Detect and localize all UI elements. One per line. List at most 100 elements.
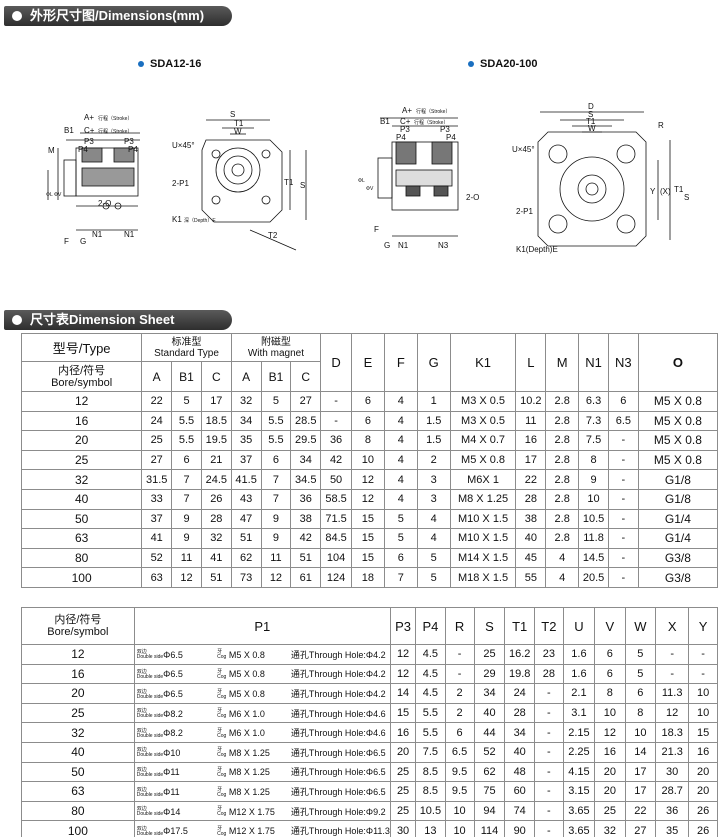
table-cell: 7 <box>260 469 292 490</box>
table-cell: 30 <box>655 761 690 783</box>
table-cell: 15 <box>350 547 385 569</box>
table-cell: 25 <box>389 800 417 822</box>
bore-cell: 20 <box>21 683 135 704</box>
bore-cell: 50 <box>21 761 135 783</box>
table-cell: 28 <box>504 702 535 724</box>
p1-diameter: Φ14 <box>163 807 217 817</box>
table-cell: 4 <box>383 391 418 412</box>
table-cell: 7.5 <box>415 741 446 763</box>
double-cn: 双边 <box>136 708 147 715</box>
table-cell: 16 <box>688 741 718 763</box>
header-c-mag: C <box>290 361 322 392</box>
double-cn: 双边 <box>136 688 147 695</box>
p1-cog: M12 X 1.75 <box>229 807 291 817</box>
table-cell: 4 <box>416 528 451 549</box>
label-stroke-a-r: A+ <box>402 106 412 115</box>
table-cell: 6 <box>444 722 475 743</box>
table-cell: 73 <box>230 567 262 588</box>
through-hole-label: 通孔Through Hole: <box>290 826 366 837</box>
table-cell: 62 <box>230 547 262 569</box>
table-cell: M4 X 0.7 <box>449 430 517 451</box>
table-cell: 2 <box>444 683 475 704</box>
label-y: Y <box>650 187 656 196</box>
table-cell: 9 <box>260 508 292 530</box>
table-cell: - <box>533 761 564 783</box>
p1-diameter: Φ17.5 <box>163 826 217 836</box>
cog-cn: 牙 <box>217 727 223 734</box>
table-cell: 11.8 <box>578 528 609 549</box>
header-b1: B1 <box>171 361 202 392</box>
table-cell: 41 <box>141 528 173 549</box>
label-p3-r2: P3 <box>440 125 450 134</box>
through-hole-label: 通孔Through Hole: <box>290 728 366 739</box>
table-cell: 90 <box>504 820 535 837</box>
table-cell: 32 <box>20 469 143 490</box>
cog-en: Cog <box>217 732 227 739</box>
table-cell: 2 <box>416 449 451 471</box>
label-m: M <box>48 146 55 155</box>
table-cell: 44 <box>473 722 506 743</box>
cog-cn: 牙 <box>217 786 223 793</box>
table-cell: M6X 1 <box>449 469 517 490</box>
table-cell: 114 <box>473 820 506 837</box>
table-cell: 40 <box>515 528 547 549</box>
label-t1: T1 <box>234 119 244 128</box>
table-cell: 5 <box>383 508 418 530</box>
table-cell: 2.8 <box>545 488 580 510</box>
table-cell: 16 <box>515 430 547 451</box>
p1-hole-value: Φ4.2 <box>365 649 386 660</box>
label-k1-note: 深（Depth）E <box>184 217 216 224</box>
table-cell: 5.5 <box>415 702 446 724</box>
label-x: (X) <box>660 187 671 196</box>
cog-en: Cog <box>217 654 227 661</box>
table-cell: 1.6 <box>562 663 596 685</box>
table-cell: 29 <box>473 663 506 685</box>
table-cell: - <box>607 488 639 510</box>
table-cell: 48 <box>504 761 535 783</box>
table-cell: 2.8 <box>545 449 580 471</box>
double-en: Double side <box>136 811 164 818</box>
label-n3-r: N3 <box>438 241 449 250</box>
table-cell: - <box>607 567 639 588</box>
label-p4-r2: P4 <box>446 133 456 142</box>
table-cell: 27 <box>290 391 322 412</box>
cog-en: Cog <box>217 752 227 759</box>
p1-diameter: Φ11 <box>163 767 217 777</box>
table-cell: 20 <box>389 741 417 763</box>
p1-hole-value: Φ4.6 <box>365 728 386 739</box>
table-cell: 10 <box>578 488 609 510</box>
table-cell: 36 <box>655 800 690 822</box>
table-cell: 8.5 <box>415 761 446 783</box>
t2-header-bore-cn: 内径/符号 <box>54 614 102 626</box>
table-cell: 34 <box>290 449 322 471</box>
p1-dia-value: Φ8.2 <box>163 708 183 719</box>
model-label-left: SDA12-16 <box>138 58 201 70</box>
label-phi-l-r: ΦL <box>358 178 365 184</box>
table-cell: 17 <box>624 781 657 802</box>
label-f-r: F <box>374 225 379 234</box>
label-stroke-c: C+ <box>84 126 95 135</box>
p1-dia-value: Φ17.5 <box>163 826 188 837</box>
table-cell: 41 <box>200 547 232 569</box>
double-en: Double side <box>136 791 164 798</box>
table-cell: 25 <box>20 449 143 471</box>
table-cell: 6.3 <box>578 391 609 412</box>
bullet-icon <box>12 315 22 325</box>
table-cell: 100 <box>20 567 143 588</box>
table-cell: 22 <box>624 800 657 822</box>
table-cell: 16.2 <box>504 644 535 665</box>
table-cell: M5 X 0.8 <box>637 430 719 451</box>
